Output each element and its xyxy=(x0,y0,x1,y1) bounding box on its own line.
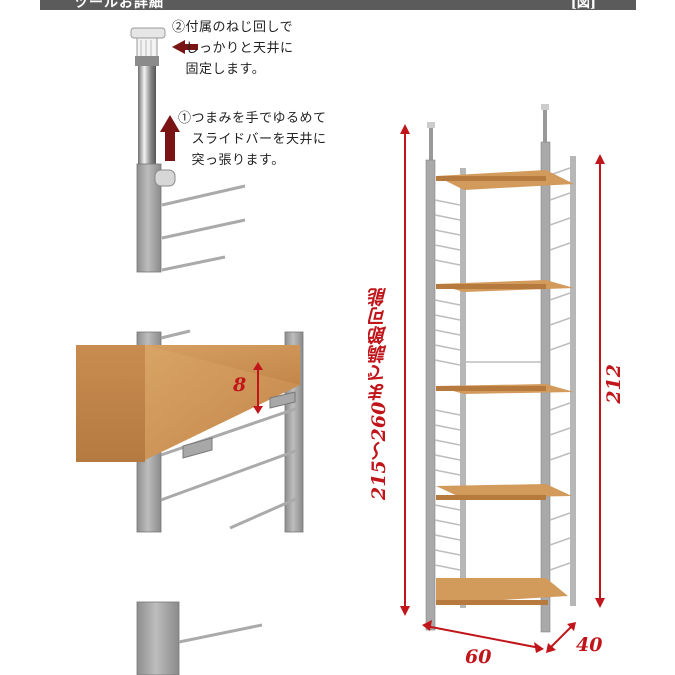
tension-pole-detail xyxy=(130,27,246,273)
step2-instruction: ②付属のねじ回しで しっかりと天井に 固定します。 xyxy=(172,20,294,77)
bottom-post xyxy=(136,601,180,675)
lock-knob xyxy=(154,169,176,187)
top-header-bar: ツールお詳細 [図] xyxy=(40,0,636,11)
header-title: ツールお詳細 xyxy=(74,0,164,11)
slide-bar xyxy=(138,66,156,166)
rack-back-right-post xyxy=(570,156,576,606)
arrow-up-icon xyxy=(160,115,180,132)
knob-base xyxy=(135,56,159,66)
shelf-rack-illustration xyxy=(400,104,605,653)
rack-shelves xyxy=(436,170,574,605)
wood-shelf-edge xyxy=(76,345,145,462)
depth-label: 40 xyxy=(576,634,603,656)
shelf-gap-label: 8 xyxy=(233,374,247,396)
rack-front-left-post xyxy=(425,159,436,631)
shelf-bracket-detail xyxy=(76,329,304,533)
adjustable-range-label: 215～260まで調節可能 xyxy=(368,287,390,500)
height-label: 212 xyxy=(603,364,625,404)
ceiling-screw-cap xyxy=(130,27,166,39)
arrow-left-icon xyxy=(172,40,185,54)
step1-instruction: ①つまみを手でゆるめて スライドバーを天井に 突っ張ります。 xyxy=(178,111,327,168)
header-right-label: [図] xyxy=(570,0,596,11)
post-bottom-detail xyxy=(136,601,263,675)
rack-dimension-lines xyxy=(400,124,605,653)
screw-knob xyxy=(136,37,158,59)
width-label: 60 xyxy=(465,646,492,668)
